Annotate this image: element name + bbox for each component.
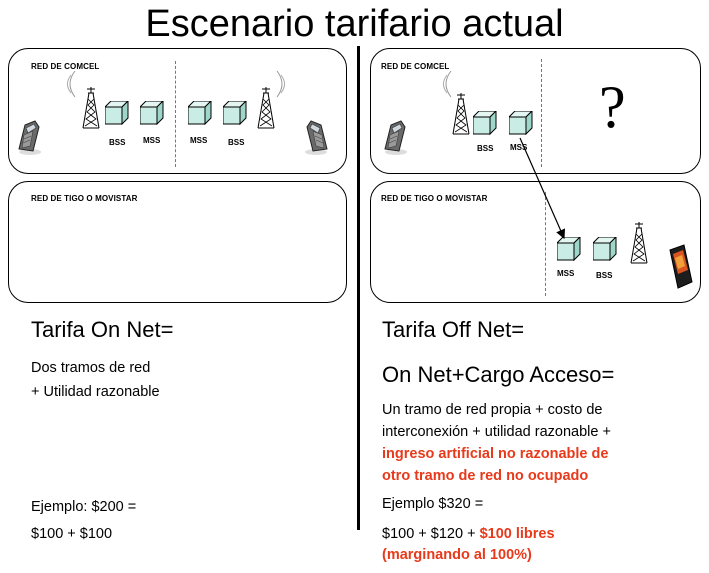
on-net-example-line: $100 + $100 — [31, 526, 113, 542]
center-divider — [357, 46, 360, 530]
panel-label: RED DE TIGO O MOVISTAR — [31, 194, 138, 203]
node-label: BSS — [596, 271, 613, 280]
node-label: MSS — [190, 136, 208, 145]
on-net-desc-line: + Utilidad razonable — [31, 384, 160, 400]
smartphone-icon — [669, 244, 693, 289]
page-title: Escenario tarifario actual — [145, 3, 564, 45]
off-net-formula-heading: On Net+Cargo Acceso= — [382, 362, 615, 387]
panel-label: RED DE TIGO O MOVISTAR — [381, 194, 488, 203]
off-net-example-line: Ejemplo $320 = — [382, 496, 484, 512]
node-label: BSS — [477, 144, 494, 153]
off-net-desc-line: interconexión + utilidad razonable + — [382, 424, 611, 440]
example-amounts: $100 + $120 + — [382, 526, 480, 542]
off-net-heading: Tarifa Off Net= — [382, 317, 525, 342]
off-net-desc-highlight: otro tramo de red no ocupado — [382, 468, 589, 484]
question-mark: ? — [599, 74, 626, 140]
on-net-heading: Tarifa On Net= — [31, 317, 174, 342]
node-label: BSS — [109, 138, 126, 147]
node-label: MSS — [557, 269, 575, 278]
separator-line — [545, 192, 546, 296]
left-comcel-panel: RED DE COMCEL BSS MSS MSS BSS — [8, 48, 347, 174]
node-label: MSS — [510, 143, 528, 152]
off-net-desc-highlight: ingreso artificial no razonable de — [382, 446, 609, 462]
example-free-amount: $100 libres — [479, 526, 555, 542]
off-net-desc-line: Un tramo de red propia + costo de — [382, 402, 603, 418]
on-net-example-line: Ejemplo: $200 = — [31, 499, 137, 515]
off-net-example-note: (marginando al 100%) — [382, 547, 532, 563]
right-comcel-panel: RED DE COMCEL BSS MSS ? — [370, 48, 701, 174]
on-net-desc-line: Dos tramos de red — [31, 360, 151, 376]
node-label: BSS — [228, 138, 245, 147]
separator-line — [175, 61, 176, 167]
left-tigo-movistar-panel: RED DE TIGO O MOVISTAR — [8, 181, 347, 303]
right-tigo-movistar-panel: RED DE TIGO O MOVISTAR MSS BSS — [370, 181, 701, 303]
separator-line — [541, 59, 542, 167]
node-label: MSS — [143, 136, 161, 145]
off-net-example-line: $100 + $120 + $100 libres — [382, 524, 555, 545]
panel-label: RED DE COMCEL — [381, 62, 450, 71]
panel-label: RED DE COMCEL — [31, 62, 100, 71]
